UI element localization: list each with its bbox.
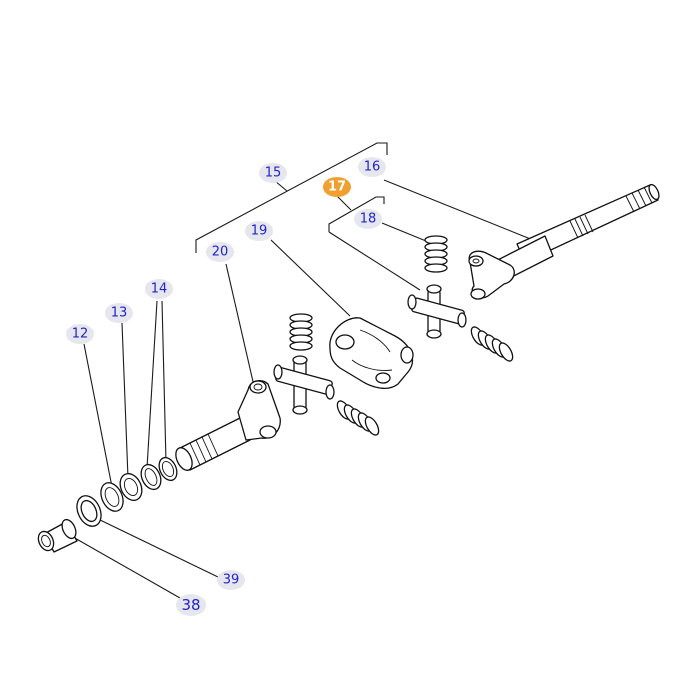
leader-19: [270, 239, 351, 317]
leader-13: [121, 322, 129, 479]
retaining-rings: [100, 456, 178, 512]
leader-18: [381, 222, 427, 242]
spider-cross-lower: [273, 355, 335, 415]
leader-14b: [161, 300, 167, 463]
callout-15[interactable]: 15: [259, 163, 287, 183]
leader-lines: [72, 142, 534, 599]
bracket-15: [195, 142, 388, 253]
seal-39: [76, 495, 102, 527]
callout-20-bubble: [206, 242, 234, 262]
leader-17b: [328, 231, 421, 291]
leader-17a: [336, 195, 352, 211]
callout-38-label: 38: [181, 596, 200, 614]
callout-18-bubble: [354, 209, 382, 229]
callout-19[interactable]: 19: [245, 221, 273, 241]
callout-17-bubble: [323, 177, 351, 197]
leader-38: [72, 536, 181, 599]
callout-39-bubble: [217, 570, 245, 590]
callout-14[interactable]: 14: [145, 279, 173, 299]
spring-lower: [336, 400, 380, 436]
leader-15: [274, 180, 288, 192]
spring-middle: [289, 313, 313, 351]
callout-20[interactable]: 20: [206, 242, 234, 262]
callout-39-label: 39: [223, 573, 240, 588]
spring-right: [470, 326, 514, 362]
callout-15-bubble: [259, 163, 287, 183]
leader-39: [95, 517, 219, 578]
callout-16-bubble: [358, 157, 386, 177]
leader-20: [225, 263, 255, 387]
bracket-17: [328, 196, 385, 232]
callout-20-label: 20: [212, 245, 229, 260]
bushing-38: [37, 518, 78, 553]
spring-18: [424, 235, 448, 273]
callout-14-label: 14: [151, 282, 168, 297]
callout-16-label: 16: [364, 160, 381, 175]
callout-38[interactable]: 38: [176, 594, 206, 616]
callout-13-bubble: [105, 303, 133, 323]
callout-39[interactable]: 39: [217, 570, 245, 590]
callout-14-bubble: [145, 279, 173, 299]
callout-18-label: 18: [360, 212, 377, 227]
upper-yoke: [468, 250, 515, 300]
callout-16[interactable]: 16: [358, 157, 386, 177]
callout-19-bubble: [245, 221, 273, 241]
callout-15-label: 15: [265, 166, 282, 181]
callout-13-label: 13: [111, 306, 128, 321]
callout-12-bubble: [66, 324, 94, 344]
callout-12[interactable]: 12: [66, 324, 94, 344]
callout-13[interactable]: 13: [105, 303, 133, 323]
leader-14a: [146, 300, 158, 469]
callout-17[interactable]: 17: [323, 177, 351, 197]
callout-17-label: 17: [328, 180, 346, 195]
callout-12-label: 12: [72, 327, 89, 342]
callout-38-bubble: [176, 594, 206, 616]
coupling-block: [329, 317, 414, 390]
spider-cross-upper: [407, 284, 467, 339]
callout-18[interactable]: 18: [354, 209, 382, 229]
leader-16: [383, 179, 534, 241]
leader-12: [83, 343, 113, 488]
lower-yoke-shaft: [175, 379, 281, 471]
callout-19-label: 19: [251, 224, 268, 239]
